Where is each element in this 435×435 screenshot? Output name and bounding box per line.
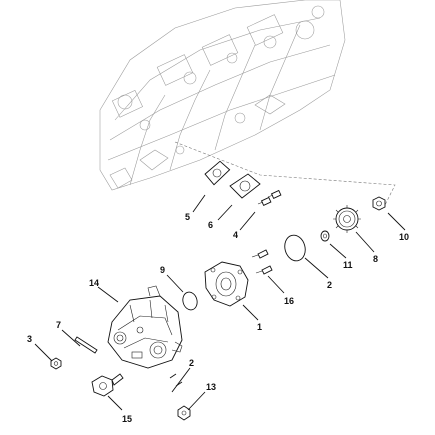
- alignment-line: [174, 141, 396, 206]
- callout-7: 7: [56, 320, 61, 330]
- o-ring-part-9: [182, 291, 198, 311]
- callout-15: 15: [122, 414, 132, 424]
- bolt-part-4: [257, 189, 282, 207]
- callout-13: 13: [206, 382, 216, 392]
- fuel-pump-part-14: [107, 285, 183, 369]
- callout-2-lower: 2: [189, 358, 194, 368]
- plug-part-13: [177, 405, 191, 421]
- nut-part-3: [50, 357, 62, 370]
- engine-block: [99, 0, 346, 191]
- callout-8: 8: [373, 254, 378, 264]
- fitting-part-15: [91, 373, 124, 397]
- callout-2-upper: 2: [327, 280, 332, 290]
- adapter-housing-part-1: [204, 261, 249, 307]
- callout-10: 10: [399, 232, 409, 242]
- callout-14: 14: [89, 278, 99, 288]
- washer-part-11: [320, 230, 330, 242]
- callout-5: 5: [185, 212, 190, 222]
- nut-part-10: [372, 196, 386, 211]
- callout-11: 11: [343, 260, 353, 270]
- gear-part-8: [333, 205, 361, 233]
- gasket-part-5: [204, 160, 231, 186]
- callout-4: 4: [233, 230, 238, 240]
- callout-16: 16: [284, 296, 294, 306]
- callout-6: 6: [208, 220, 213, 230]
- callout-labels: 5 6 4 10 8 11 2 16 1 9 14 7 3 2 13 15: [27, 212, 409, 424]
- pin-part-7: [74, 336, 98, 354]
- o-ring-part-2-lower: [169, 373, 183, 387]
- callout-3: 3: [27, 334, 32, 344]
- cover-plate-part-6: [229, 173, 261, 199]
- bolt-part-16: [251, 249, 273, 275]
- callout-9: 9: [160, 265, 165, 275]
- leader-lines: [34, 194, 406, 411]
- callout-1: 1: [257, 322, 262, 332]
- o-ring-part-2-upper: [284, 234, 306, 262]
